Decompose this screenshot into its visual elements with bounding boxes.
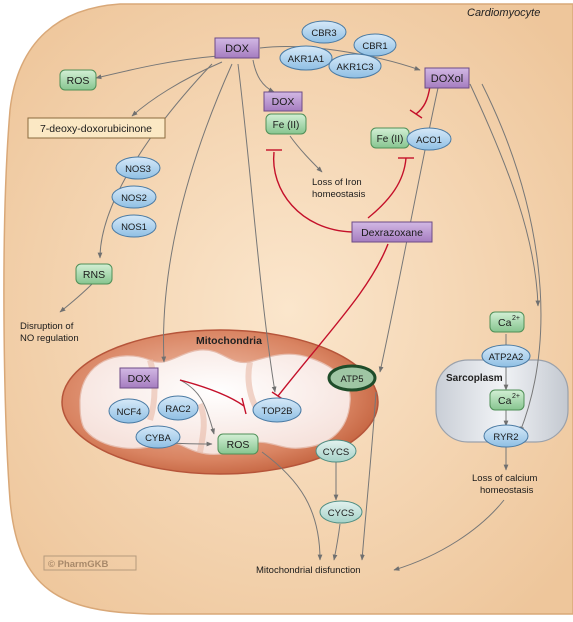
calcium-outcome-line2: homeostasis: [480, 485, 534, 496]
svg-text:Ca: Ca: [498, 395, 512, 407]
svg-text:CYCS: CYCS: [323, 447, 349, 458]
pharmgkb-credit: © PharmGKB: [43, 555, 137, 571]
cycs-node-mitochondrial[interactable]: CYCS: [315, 439, 357, 463]
svg-text:NOS1: NOS1: [121, 222, 147, 233]
svg-text:Dexrazoxane: Dexrazoxane: [361, 227, 423, 239]
svg-text:ROS: ROS: [227, 439, 250, 451]
dox-mitochondria-node[interactable]: DOX: [119, 367, 159, 389]
dox-node[interactable]: DOX: [214, 37, 260, 59]
svg-text:RYR2: RYR2: [493, 432, 518, 443]
doxol-node[interactable]: DOXol: [424, 67, 470, 89]
calcium-outcome-line1: Loss of calcium: [472, 473, 538, 484]
svg-text:RNS: RNS: [83, 269, 105, 281]
akr1a1-node[interactable]: AKR1A1: [279, 45, 333, 71]
atp5-node[interactable]: ATP5: [327, 364, 377, 392]
nos3-node[interactable]: NOS3: [115, 156, 161, 180]
svg-text:Fe (II): Fe (II): [377, 134, 404, 145]
calcium-cytosolic-node[interactable]: Ca 2+: [489, 311, 525, 333]
svg-text:Ca: Ca: [498, 317, 512, 329]
ros-node[interactable]: ROS: [59, 69, 97, 91]
svg-text:NOS2: NOS2: [121, 193, 147, 204]
svg-text:DOX: DOX: [128, 373, 151, 385]
svg-text:CBR1: CBR1: [362, 41, 387, 52]
sarcoplasm-label: Sarcoplasm: [446, 373, 503, 384]
activation-arrows: [59, 46, 542, 571]
inhibition-lines: [179, 85, 431, 415]
svg-text:CYCS: CYCS: [328, 508, 354, 519]
svg-text:ATP2A2: ATP2A2: [489, 352, 524, 363]
mitochondria-label: Mitochondria: [196, 335, 262, 347]
svg-text:© PharmGKB: © PharmGKB: [48, 559, 108, 570]
iron-outcome-line2: homeostasis: [312, 189, 366, 200]
ncf4-node[interactable]: NCF4: [108, 398, 150, 424]
ryr2-node[interactable]: RYR2: [483, 424, 529, 448]
svg-text:RAC2: RAC2: [165, 404, 190, 415]
svg-text:2+: 2+: [512, 315, 520, 322]
rac2-node[interactable]: RAC2: [157, 395, 199, 421]
svg-text:CBR3: CBR3: [311, 28, 336, 39]
nos2-node[interactable]: NOS2: [111, 185, 157, 209]
mito-dysfunction-label: Mitochondrial disfunction: [256, 565, 361, 576]
top2b-node[interactable]: TOP2B: [252, 397, 302, 423]
akr1c3-node[interactable]: AKR1C3: [328, 53, 382, 79]
svg-text:ATP5: ATP5: [340, 374, 363, 385]
svg-text:7-deoxy-doxorubicinone: 7-deoxy-doxorubicinone: [40, 123, 152, 135]
dox-iron-complex-node[interactable]: DOX Fe (II): [263, 91, 307, 135]
no-outcome-line2: NO regulation: [20, 333, 79, 344]
no-outcome-line1: Disruption of: [20, 321, 74, 332]
cbr1-node[interactable]: CBR1: [353, 33, 397, 57]
deoxy-doxorubicinone-node[interactable]: 7-deoxy-doxorubicinone: [27, 117, 166, 139]
svg-text:AKR1A1: AKR1A1: [288, 54, 324, 65]
svg-text:DOXol: DOXol: [431, 73, 463, 85]
cycs-node-released[interactable]: CYCS: [319, 500, 363, 524]
svg-text:ACO1: ACO1: [416, 135, 442, 146]
svg-text:CYBA: CYBA: [145, 433, 172, 444]
svg-text:DOX: DOX: [225, 43, 250, 55]
svg-text:2+: 2+: [512, 393, 520, 400]
svg-text:AKR1C3: AKR1C3: [337, 62, 374, 73]
cbr3-node[interactable]: CBR3: [301, 20, 347, 44]
svg-text:ROS: ROS: [67, 75, 90, 87]
cell-label: Cardiomyocyte: [467, 7, 540, 19]
calcium-sarcoplasmic-node[interactable]: Ca 2+: [489, 389, 525, 411]
cyba-node[interactable]: CYBA: [135, 425, 181, 449]
atp2a2-node[interactable]: ATP2A2: [481, 344, 531, 368]
svg-text:Fe (II): Fe (II): [273, 120, 300, 131]
iron-outcome-line1: Loss of Iron: [312, 177, 362, 188]
nos1-node[interactable]: NOS1: [111, 214, 157, 238]
ros-mitochondria-node[interactable]: ROS: [217, 433, 259, 455]
dexrazoxane-node[interactable]: Dexrazoxane: [351, 221, 433, 243]
svg-text:NOS3: NOS3: [125, 164, 151, 175]
svg-text:NCF4: NCF4: [117, 407, 142, 418]
svg-text:TOP2B: TOP2B: [262, 406, 293, 417]
iron-aco1-complex-node[interactable]: Fe (II) ACO1: [370, 127, 452, 151]
rns-node[interactable]: RNS: [75, 263, 113, 285]
svg-text:DOX: DOX: [272, 96, 295, 108]
